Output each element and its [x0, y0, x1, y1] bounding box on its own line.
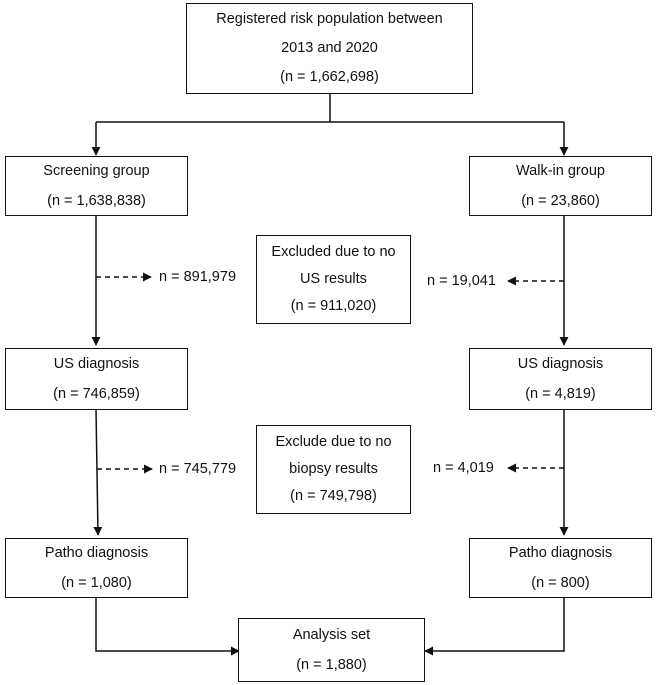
analysis-label: Analysis set	[292, 627, 371, 643]
arrow-right-to-analysis	[424, 597, 565, 656]
excluded-biopsy-line1: Exclude due to no	[275, 434, 392, 450]
excluded-us-box: Excluded due to no US results (n = 911,0…	[256, 235, 411, 324]
excluded-biopsy-box: Exclude due to no biopsy results (n = 74…	[256, 425, 411, 514]
walkin-count: (n = 23,860)	[521, 193, 600, 209]
patho-right-label: Patho diagnosis	[508, 545, 613, 561]
left-biopsy-excluded-count: n = 745,779	[159, 461, 237, 477]
analysis-count: (n = 1,880)	[296, 657, 367, 673]
screening-label: Screening group	[43, 163, 150, 179]
right-biopsy-excluded-count: n = 4,019	[433, 460, 494, 476]
us-right-label: US diagnosis	[517, 356, 604, 372]
registered-population-box: Registered risk population between 2013 …	[186, 3, 473, 94]
registered-line1: Registered risk population between	[216, 11, 443, 27]
screening-count: (n = 1,638,838)	[47, 193, 146, 209]
us-left-label: US diagnosis	[53, 356, 140, 372]
screening-group-box: Screening group (n = 1,638,838)	[5, 156, 188, 216]
arrow-to-patho-left	[93, 408, 103, 536]
walkin-group-box: Walk-in group (n = 23,860)	[469, 156, 652, 216]
left-us-excluded-count: n = 891,979	[159, 269, 237, 285]
us-left-count: (n = 746,859)	[53, 386, 140, 402]
excluded-us-line3: (n = 911,020)	[290, 298, 377, 314]
us-diagnosis-right-box: US diagnosis (n = 4,819)	[469, 348, 652, 410]
registered-line2: 2013 and 2020	[281, 40, 378, 56]
excluded-us-line1: Excluded due to no	[271, 244, 396, 260]
us-diagnosis-left-box: US diagnosis (n = 746,859)	[5, 348, 188, 410]
patho-left-label: Patho diagnosis	[44, 545, 149, 561]
walkin-label: Walk-in group	[516, 163, 605, 179]
excluded-biopsy-line3: (n = 749,798)	[290, 488, 377, 504]
excluded-us-line2: US results	[300, 271, 367, 287]
registered-line3: (n = 1,662,698)	[280, 69, 379, 85]
analysis-set-box: Analysis set (n = 1,880)	[238, 618, 425, 682]
patho-right-count: (n = 800)	[531, 575, 590, 591]
excluded-biopsy-line2: biopsy results	[289, 461, 378, 477]
patho-diagnosis-right-box: Patho diagnosis (n = 800)	[469, 538, 652, 598]
right-us-excluded-count: n = 19,041	[427, 273, 496, 289]
arrow-left-to-analysis	[95, 597, 240, 656]
us-right-count: (n = 4,819)	[525, 386, 596, 402]
patho-diagnosis-left-box: Patho diagnosis (n = 1,080)	[5, 538, 188, 598]
patho-left-count: (n = 1,080)	[61, 575, 132, 591]
